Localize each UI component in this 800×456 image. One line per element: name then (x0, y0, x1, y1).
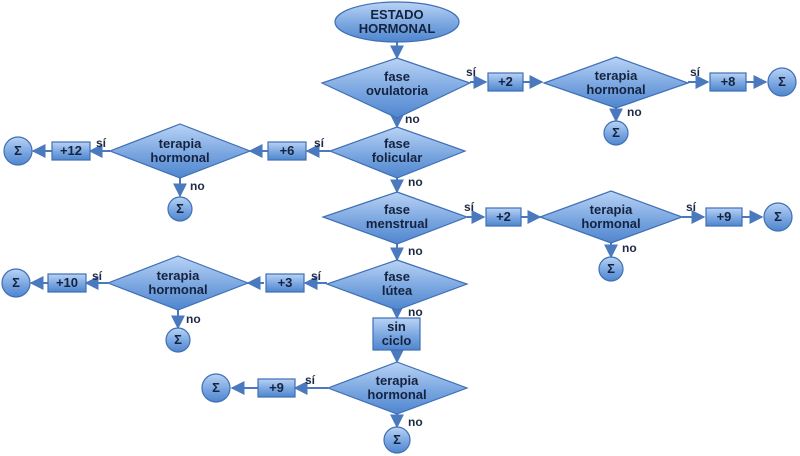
sum-ovulatoria (767, 67, 797, 97)
decision-fase-menstrual (321, 191, 469, 245)
sum-lutea-no (165, 327, 191, 353)
sum-menstrual (763, 202, 793, 232)
box-lutea-terapia-score (47, 273, 87, 293)
decision-fase-ovulatoria (320, 57, 472, 119)
connectors (29, 40, 768, 429)
decision-terapia-lutea (106, 255, 250, 311)
box-menstrual-score (485, 207, 522, 227)
box-ovulatoria-score (487, 72, 524, 92)
decision-terapia-sin-ciclo (326, 361, 469, 415)
sum-folicular (3, 136, 33, 166)
sum-folicular-no (167, 196, 193, 222)
sum-menstrual-no (598, 256, 624, 282)
decision-fase-lutea (325, 259, 469, 311)
box-lutea-score (265, 273, 305, 293)
box-sin-ciclo-terapia-score (257, 378, 296, 398)
box-folicular-terapia-score (51, 141, 91, 161)
sum-sin-ciclo-no (383, 426, 411, 454)
start-oval (334, 1, 460, 43)
decision-fase-folicular (328, 126, 467, 179)
decision-terapia-menstrual (538, 190, 684, 244)
decision-terapia-ovulatoria (542, 56, 690, 109)
sum-ovulatoria-no (603, 120, 629, 146)
sum-lutea (1, 268, 31, 298)
box-folicular-score (267, 141, 307, 161)
box-menstrual-terapia-score (705, 207, 743, 227)
decision-terapia-folicular (108, 123, 252, 179)
box-ovulatoria-terapia-score (709, 72, 747, 92)
box-sin-ciclo (372, 317, 421, 351)
sum-sin-ciclo (201, 373, 231, 403)
